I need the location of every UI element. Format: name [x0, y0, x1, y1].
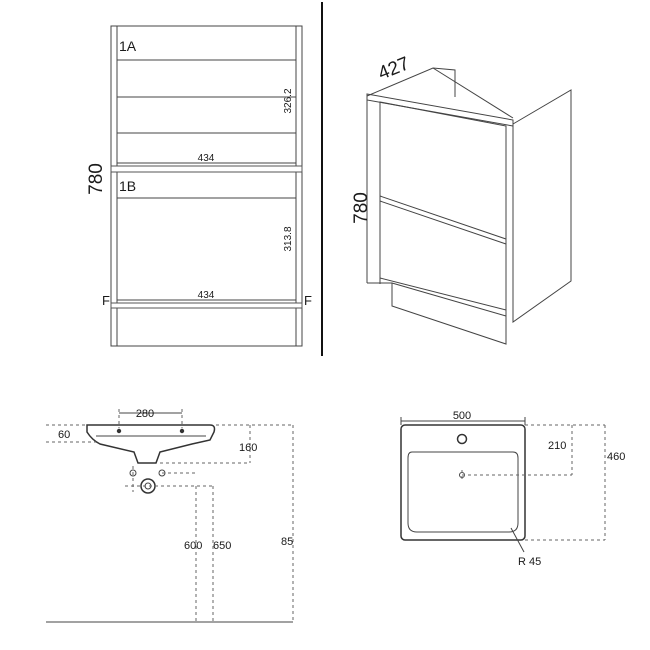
cabinet-top-rim [366, 93, 514, 127]
drawer-bottom-height-label: 313.8 [283, 226, 294, 251]
iso-depth-label: 427 [375, 53, 412, 84]
bottom-shelf [110, 302, 303, 309]
drawer-bottom-label: 1B [119, 178, 136, 194]
front-elevation: 780 1A 1B 326.2 313.8 434 434 F F [86, 25, 312, 347]
tap-hole-icon [116, 428, 122, 434]
basin-width-label: 500 [453, 410, 471, 422]
cabinet-right-panel [295, 25, 303, 347]
basin-top-view: 500 210 460 R 45 [400, 410, 625, 568]
corner-radius-label: R 45 [518, 556, 541, 568]
basin-side-view: 280 60 160 600 650 85 [46, 408, 294, 623]
cabinet-side-panel [512, 89, 572, 323]
radius-leader [510, 527, 525, 553]
isometric-view: 427 780 [351, 53, 572, 345]
fixing-bolt-icon [129, 469, 137, 477]
height-600-label: 600 [184, 540, 202, 552]
height-650-label: 650 [213, 540, 231, 552]
drawer-top-height-label: 326.2 [283, 88, 294, 113]
cabinet-back-edge [366, 67, 456, 97]
inner-width-bottom-label: 434 [198, 290, 215, 301]
tap-hole-icon [179, 428, 185, 434]
iso-drawer-upper [379, 101, 507, 240]
inner-width-top-label: 434 [198, 153, 215, 164]
cabinet-back-top [432, 67, 514, 119]
floor-mark-left: F [102, 293, 110, 308]
iso-plinth [391, 282, 507, 345]
tap-hole-icon [456, 433, 468, 445]
iso-height-label: 780 [351, 192, 372, 224]
waste-offset-label: 160 [239, 442, 257, 454]
front-height-label: 780 [86, 163, 107, 195]
height-85-label: 85 [281, 536, 293, 548]
basin-bowl [407, 451, 519, 533]
tap-offset-label: 210 [548, 440, 566, 452]
basin-outline [400, 424, 526, 541]
drawer-top-label: 1A [119, 38, 137, 54]
rim-thickness-label: 60 [58, 429, 70, 441]
basin-depth-label: 460 [607, 451, 625, 463]
basin-body [86, 424, 216, 464]
cabinet-left-panel [110, 25, 118, 347]
middle-shelf [110, 165, 303, 173]
tap-spacing-label: 280 [136, 408, 154, 420]
floor-mark-right: F [304, 293, 312, 308]
